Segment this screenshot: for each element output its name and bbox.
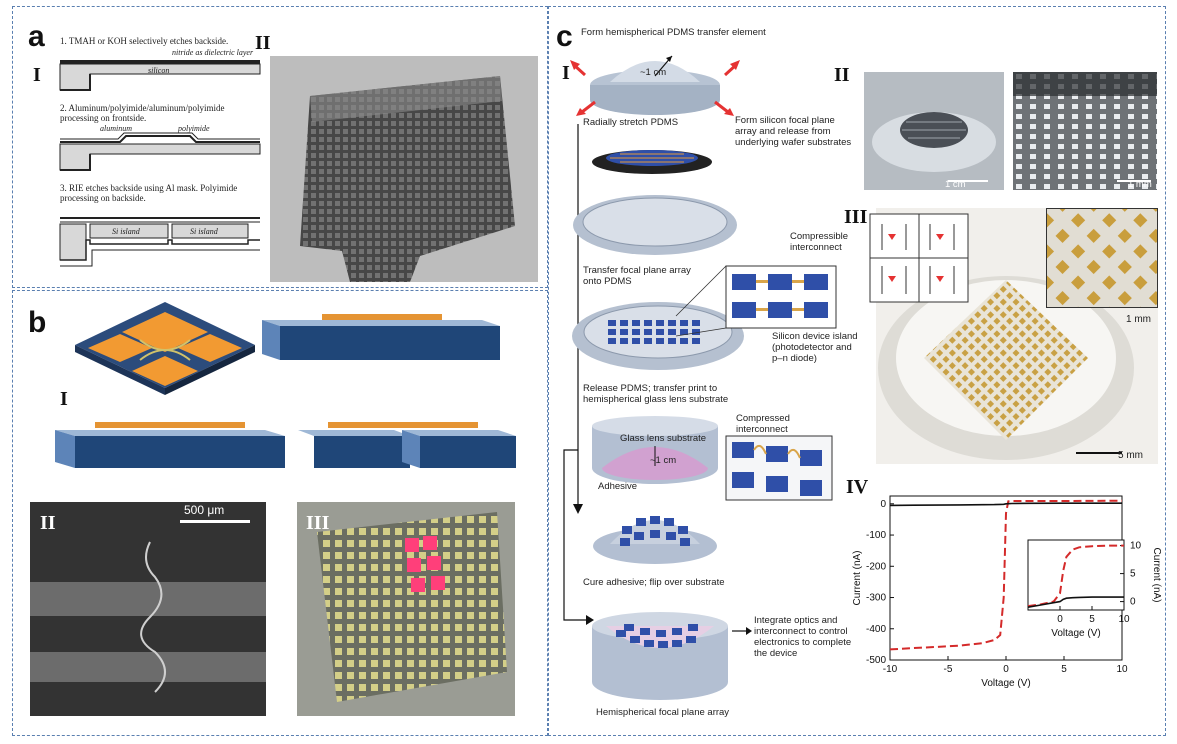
- glass-lens-diagram: [592, 416, 718, 484]
- main-xtick-label: -5: [944, 664, 953, 675]
- main-ytick-label: -300: [866, 593, 886, 604]
- lens-size-label: ~1 cm: [650, 455, 677, 466]
- adhesive-label: Adhesive: [598, 481, 638, 492]
- panel-b-letter: b: [28, 306, 47, 339]
- panel-a-letter: a: [28, 20, 45, 53]
- compressed-zoom-inset: [725, 435, 833, 501]
- wafer-array-diagram: [592, 150, 712, 174]
- si-island-label-1: Si island: [112, 227, 140, 236]
- panel-b-sub-II: II: [40, 512, 56, 534]
- inset-ytick-label: 5: [1130, 569, 1136, 580]
- inset-ylabel: Current (nA): [1151, 547, 1162, 602]
- main-series-solid-black: [889, 502, 1122, 507]
- process-diagram-3: [59, 217, 260, 267]
- inset-series-dashed-red: [1027, 544, 1124, 608]
- panel-a-sub-II: II: [255, 32, 271, 54]
- panel-c-frame: [548, 6, 1166, 736]
- led-array-photo: [297, 502, 515, 716]
- step-stretch-label: Radially stretch PDMS: [583, 117, 679, 128]
- inset-series-solid-black: [1027, 596, 1124, 608]
- panel-a-frame: [12, 6, 548, 288]
- sem-image: [30, 502, 266, 716]
- side-view-device-3: [298, 422, 516, 468]
- side-view-device-1: [262, 314, 500, 360]
- island-zoom-inset: [675, 265, 837, 337]
- side-view-device-2: [55, 422, 285, 468]
- scale-label-1mm-b: 1 mm: [1126, 314, 1151, 325]
- panel-b-sub-I: I: [60, 388, 68, 410]
- inset-xtick-label: 5: [1089, 614, 1095, 625]
- compressible-label: Compressible interconnect: [790, 231, 849, 253]
- panel-c-sub-III: III: [844, 206, 868, 228]
- isometric-device-diagram: [75, 302, 255, 395]
- device-island-label: Silicon device island (photodetector and…: [772, 331, 858, 364]
- integrate-arrow: [732, 627, 752, 635]
- aluminum-label: aluminum: [100, 124, 132, 133]
- step-transfer-label: Transfer focal plane array onto PDMS: [583, 265, 691, 287]
- inset-xlabel: Voltage (V): [1051, 628, 1100, 639]
- si-island-label-2: Si island: [190, 227, 218, 236]
- main-ylabel: Current (nA): [852, 550, 863, 605]
- main-xtick-label: 0: [1003, 664, 1009, 675]
- compressed-label: Compressed interconnect: [736, 413, 790, 435]
- cured-dome-diagram: [593, 516, 717, 564]
- panel-c-title: Form hemispherical PDMS transfer element: [581, 27, 766, 38]
- main-ytick-label: -500: [866, 655, 886, 666]
- inset-ytick-label: 0: [1130, 597, 1136, 608]
- final-device-label: Hemispherical focal plane array: [596, 707, 730, 718]
- inset-ytick-label: 10: [1130, 541, 1142, 552]
- pdms-dome-diagram: [570, 55, 740, 116]
- glass-lens-label: Glass lens substrate: [620, 433, 707, 444]
- sem-scale-bar-label: 500 μm: [184, 503, 225, 517]
- scale-label-1mm-a: 1 mm: [1128, 179, 1152, 190]
- array-sem-photo: [1013, 72, 1157, 190]
- step-integrate-label: Integrate optics and interconnect to con…: [754, 615, 852, 659]
- step-release-label: Release PDMS; transfer print to hemisphe…: [583, 383, 729, 405]
- circuit-schematic-inset: [869, 213, 969, 303]
- process-step-2: 2. Aluminum/polyimide/aluminum/polyimide…: [60, 103, 225, 124]
- stretched-pdms-ring: [573, 195, 737, 255]
- scale-label-1cm: 1 cm: [945, 179, 966, 190]
- silicon-label: silicon: [148, 66, 170, 75]
- process-diagram-1: [59, 60, 261, 91]
- dome-size-label: ~1 cm: [640, 67, 667, 78]
- main-ytick-label: -200: [866, 561, 886, 572]
- main-ytick-label: -100: [866, 530, 886, 541]
- panel-b-frame: [12, 290, 548, 736]
- panel-c-letter: c: [556, 20, 573, 53]
- step-cure-label: Cure adhesive; flip over substrate: [583, 577, 725, 588]
- process-step-1: 1. TMAH or KOH selectively etches backsi…: [60, 36, 229, 46]
- step-form-array-label: Form silicon focal plane array and relea…: [735, 115, 852, 148]
- main-xtick-label: 5: [1061, 664, 1067, 675]
- panel-c-sub-II: II: [834, 64, 850, 86]
- scale-label-5mm: 5 mm: [1118, 450, 1143, 461]
- process-flow-arrow: [563, 124, 594, 625]
- pdms-ring-with-array: [572, 302, 744, 370]
- panel-b-sub-III: III: [306, 512, 330, 534]
- polyimide-label: polyimide: [178, 124, 210, 133]
- flexible-array-photo: [270, 56, 538, 282]
- main-xtick-label: -10: [883, 664, 898, 675]
- process-step-3: 3. RIE etches backside using Al mask. Po…: [60, 183, 238, 204]
- process-diagram-2: [59, 132, 261, 171]
- main-ytick-label: -400: [866, 624, 886, 635]
- hemispherical-array-photo: [864, 72, 1004, 190]
- inset-axes-frame: [1027, 539, 1125, 611]
- main-series-dashed-red: [889, 499, 1123, 651]
- inset-xtick-label: 10: [1118, 614, 1130, 625]
- panel-c-sub-I: I: [562, 62, 570, 84]
- panel-a-sub-I: I: [33, 64, 41, 86]
- nitride-label: nitride as dielectric layer: [172, 48, 254, 57]
- pixel-zoom-inset: [1046, 208, 1158, 308]
- panel-c-sub-IV: IV: [846, 476, 869, 498]
- main-xlabel: Voltage (V): [981, 678, 1030, 689]
- main-ytick-label: 0: [880, 499, 886, 510]
- hemispherical-focal-plane-array-diagram: [592, 612, 728, 700]
- inset-xtick-label: 0: [1057, 614, 1063, 625]
- main-xtick-label: 10: [1116, 664, 1128, 675]
